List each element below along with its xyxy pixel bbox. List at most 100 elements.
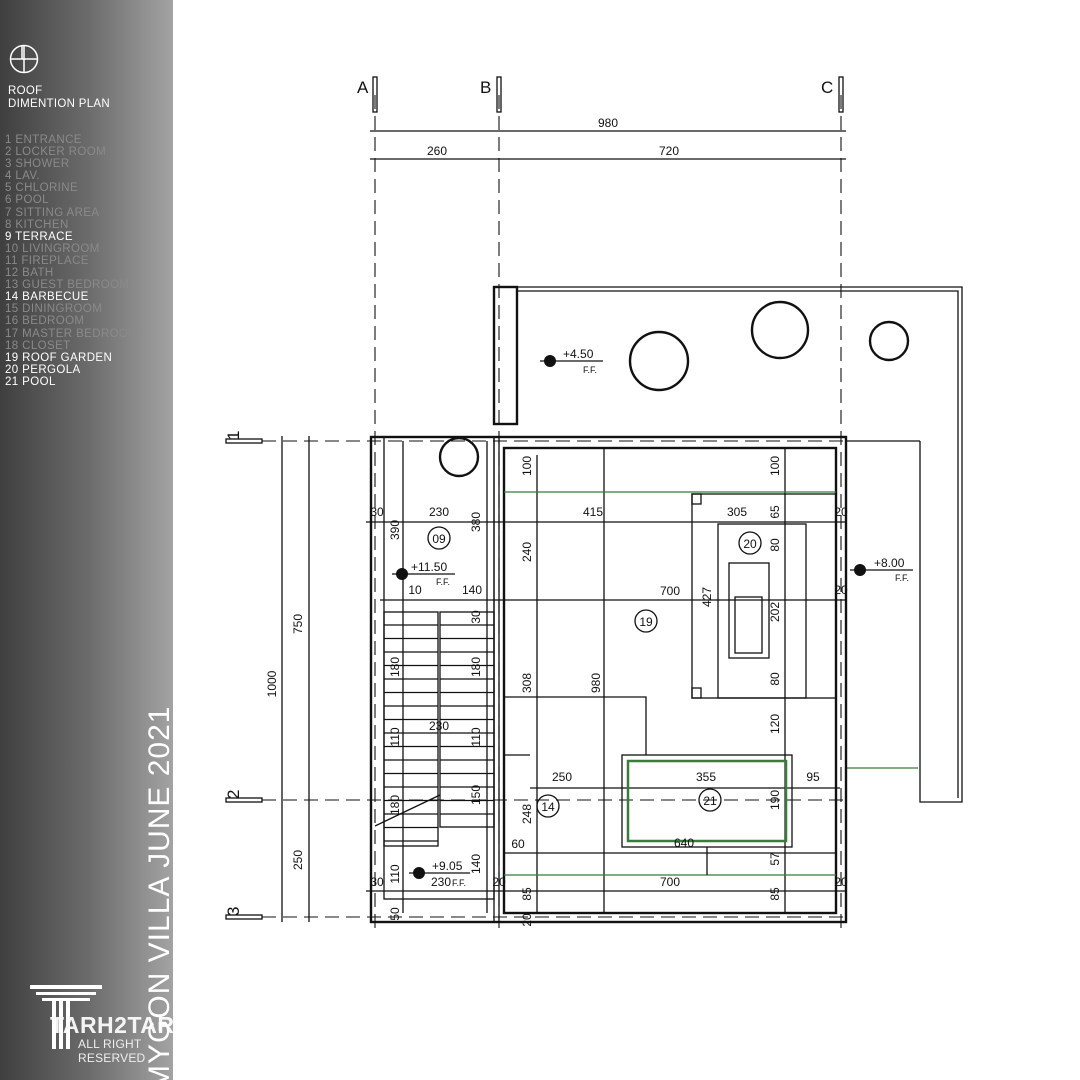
room-tag-label: 14	[541, 800, 555, 814]
roof-pool	[621, 754, 793, 848]
level-marker: +8.00 F.F.	[850, 556, 913, 583]
dimension-label: 20	[834, 505, 848, 519]
dimension-label: 85	[768, 887, 782, 901]
axis-label-2: 2	[224, 790, 243, 799]
dimension-label: 1000	[265, 670, 279, 697]
legend-item: 11 FIREPLACE	[5, 254, 89, 267]
legend-item: 20 PERGOLA	[5, 363, 81, 376]
dimension-label: 140	[462, 583, 482, 597]
dimension-label: 30	[370, 875, 384, 889]
legend-item: 10 LIVINGROOM	[5, 242, 100, 255]
legend-item: 15 DININGROOM	[5, 303, 103, 316]
level-note: F.F.	[895, 573, 909, 583]
dimension-label: 250	[291, 850, 305, 870]
dimension-label: 30	[469, 610, 483, 624]
plan-title: ROOF DIMENTION PLAN	[8, 85, 110, 111]
dimension-label: 700	[660, 875, 680, 889]
dimension-label: 980	[589, 673, 603, 693]
dimension-label: 50	[388, 907, 402, 921]
legend-item: 4 LAV.	[5, 170, 41, 183]
room-tag-label: 19	[639, 615, 653, 629]
legend-item: 9 TERRACE	[5, 230, 73, 243]
dimension-label: 20	[520, 913, 534, 927]
axis-label-b: B	[480, 78, 491, 97]
level-value: +9.05	[432, 859, 463, 873]
dimension-label: 415	[583, 505, 603, 519]
dimension-label: 190	[768, 790, 782, 810]
dimension-label: 80	[768, 538, 782, 552]
dimension-label: 150	[469, 785, 483, 805]
level-value: +4.50	[563, 347, 594, 361]
axis-label-1: 1	[224, 431, 243, 440]
tarh2tarh-logo-icon	[30, 985, 102, 1049]
room-tag-20: 20	[738, 531, 762, 555]
legend-item: 17 MASTER BEDROOM	[5, 327, 139, 340]
level-note: F.F.	[583, 365, 597, 375]
level-marker: +4.50 F.F.	[540, 347, 603, 375]
dimension-label: 240	[520, 542, 534, 562]
legend-item: 8 KITCHEN	[5, 218, 69, 231]
dimension-label: 250	[552, 770, 572, 784]
dimension-label: 305	[727, 505, 747, 519]
dimension-label: 30	[370, 505, 384, 519]
dimension-label: 100	[768, 456, 782, 476]
dimension-label: 140	[469, 854, 483, 874]
legend-item: 19 ROOF GARDEN	[5, 351, 113, 364]
room-tag-14: 14	[536, 794, 560, 818]
dimension-label: 100	[520, 456, 534, 476]
dimension-label: 248	[520, 804, 534, 824]
level-marker: +9.05 F.F.	[409, 859, 470, 888]
dimension-label: 57	[768, 852, 782, 866]
dimension-label: 85	[520, 887, 534, 901]
dimension-label: 390	[388, 520, 402, 540]
legend-item: 1 ENTRANCE	[5, 134, 82, 146]
legend-item: 13 GUEST BEDROOM	[5, 279, 130, 292]
axis-label-c: C	[821, 78, 833, 97]
dimension-label: 60	[511, 837, 525, 851]
legend-item: 14 BARBECUE	[5, 291, 89, 304]
dimension-label: 180	[469, 657, 483, 677]
level-marker: +11.50 F.F.	[392, 560, 455, 587]
grid-axes	[225, 76, 850, 930]
legend-item: 12 BATH	[5, 267, 54, 280]
axis-label-a: A	[357, 78, 369, 97]
legend-item: 2 LOCKER ROOM	[5, 146, 107, 159]
dimension-label: 380	[469, 512, 483, 532]
room-tag-label: 09	[432, 532, 446, 546]
room-tag-19: 19	[634, 609, 658, 633]
axis-label-3: 3	[224, 907, 243, 916]
plan-title-line-1: ROOF	[8, 85, 43, 97]
dimension-label: 180	[388, 795, 402, 815]
dimension-label: 20	[492, 875, 506, 889]
north-arrow-icon	[9, 44, 39, 74]
level-value: +11.50	[411, 560, 447, 574]
dimension-label: 260	[427, 144, 447, 158]
dimension-label: 980	[598, 116, 618, 130]
dimension-label: 80	[768, 672, 782, 686]
dimension-label: 120	[768, 714, 782, 734]
dimension-lines	[281, 130, 846, 922]
dimension-label: 20	[834, 875, 848, 889]
dimension-label: 95	[806, 770, 820, 784]
dimension-label: 10	[408, 583, 422, 597]
dimension-label: 700	[660, 584, 680, 598]
logo-rights: ALL RIGHT RESERVED	[78, 1037, 146, 1065]
plan-title-line-2: DIMENTION PLAN	[8, 98, 110, 110]
dimension-label: 230	[431, 875, 451, 889]
room-tag-21: 21	[698, 788, 722, 812]
dimension-label: 180	[388, 657, 402, 677]
dimension-label: 110	[469, 727, 483, 746]
logo-name: TARH2TARH	[50, 1012, 173, 1038]
dimension-label: 640	[674, 836, 694, 850]
dimension-label: 355	[696, 770, 716, 784]
legend-item: 5 CHLORINE	[5, 182, 79, 195]
legend-item: 18 CLOSET	[5, 339, 71, 352]
staircase	[374, 611, 495, 847]
dimension-label: 750	[291, 614, 305, 634]
level-note: F.F.	[436, 577, 450, 587]
dimension-label: 308	[520, 673, 534, 693]
level-note: F.F.	[452, 878, 466, 888]
